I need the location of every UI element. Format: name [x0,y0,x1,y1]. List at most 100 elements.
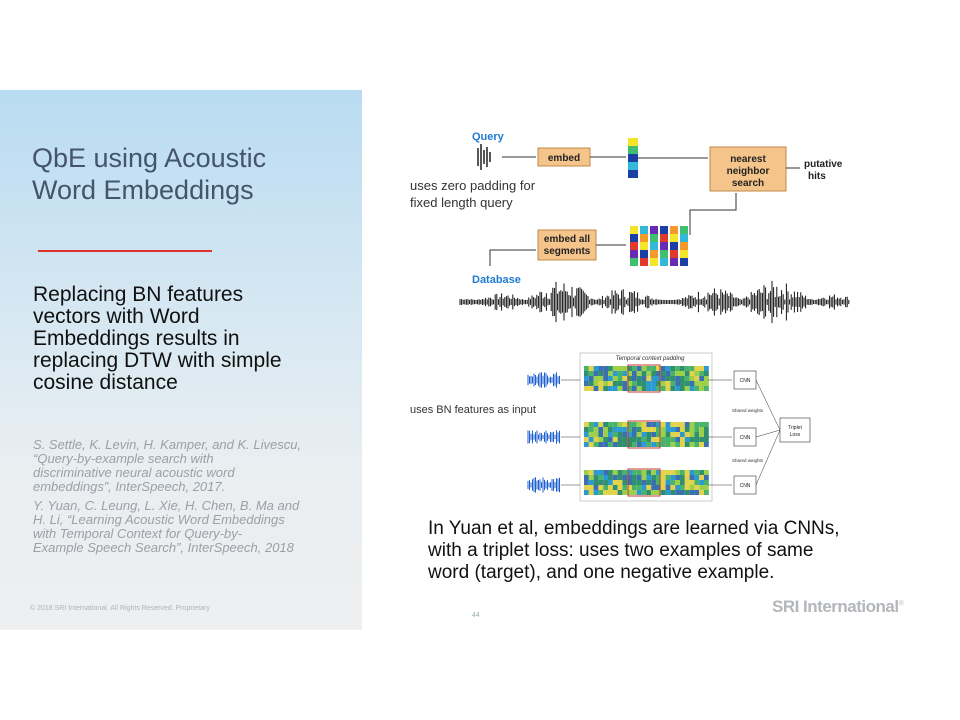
spectrogram-cell [704,371,709,376]
spectrogram-cell [627,470,632,475]
database-waveform [459,280,850,324]
spectrogram-cell [675,381,680,386]
spectrogram-cell [632,371,637,376]
spectrogram-cell [617,470,623,475]
spectrogram-cell [656,480,661,485]
spectrogram-cell [660,485,666,490]
spectrogram-cell [680,480,685,485]
spectrogram-cell [584,371,589,376]
spectrogram-cell [684,437,690,442]
spectrogram-cell [699,437,704,442]
spectrogram-cell [622,475,628,480]
spectrogram-cell [689,381,695,386]
spectrogram-cell [617,437,623,442]
spectrogram-cell [689,470,695,475]
vector-cell [680,250,688,258]
cnn-figure-title: Temporal context padding [616,356,685,362]
spectrogram-cell [588,422,594,427]
spectrogram-cell [584,376,589,381]
spectrogram-cell [641,490,647,495]
spectrogram-cell [593,427,599,432]
spectrogram-cell [656,371,661,376]
spectrogram-cell [603,386,608,391]
spectrogram-cell [660,480,666,485]
spectrogram-cell [699,371,704,376]
spectrogram-cell [684,485,690,490]
claim-line: vectors with Word [33,305,200,328]
spectrogram-cell [627,376,632,381]
spectrogram-cell [603,381,608,386]
left-panel: QbE using Acoustic Word Embeddings Repla… [0,90,362,630]
vector-cell [630,226,638,234]
spectrogram-cell [608,480,613,485]
triplet-loss-label: Triplet [788,425,802,431]
spectrogram-cell [675,437,680,442]
spectrogram-cell [646,376,652,381]
spectrogram-cell [646,437,652,442]
spectrogram-cell [670,432,676,437]
spectrogram-cell [584,422,589,427]
spectrogram-cell [584,480,589,485]
spectrogram-cell [684,432,690,437]
spectrogram-cell [636,432,642,437]
spectrogram-cell [612,437,618,442]
spectrogram-cell [636,376,642,381]
spectrogram-cell [680,386,685,391]
spectrogram-cell [665,371,671,376]
spectrogram-cell [641,366,647,371]
spectrogram-cell [632,366,637,371]
reference-line: Y. Yuan, C. Leung, L. Xie, H. Chen, B. M… [33,498,300,513]
spectrogram-cell [632,442,637,447]
spectrogram-cell [646,442,652,447]
spectrogram-cell [588,386,594,391]
spectrogram-cell [689,371,695,376]
spectrogram-cell [593,490,599,495]
spectrogram-cell [675,386,680,391]
query-embedding-vector [628,138,638,178]
spectrogram-cell [689,422,695,427]
arrow [689,193,737,235]
spectrogram-cell [603,475,608,480]
spectrogram-cell [584,366,589,371]
spectrogram-cell [598,371,604,376]
spectrogram-cell [632,475,637,480]
spectrogram-cell [665,422,671,427]
vector-cell [650,250,658,258]
spectrogram-cell [665,376,671,381]
spectrogram-cell [627,386,632,391]
spectrogram-cell [680,366,685,371]
vector-cell [630,250,638,258]
spectrogram-cell [680,381,685,386]
spectrogram-cell [588,381,594,386]
spectrogram-cell [622,432,628,437]
embed-label: embed [548,153,580,164]
spectrogram-cell [612,427,618,432]
spectrogram-cell [694,427,700,432]
spectrogram-cell [598,490,604,495]
vector-cell [680,226,688,234]
spectrogram-cell [704,432,709,437]
spectrogram-cell [627,366,632,371]
spectrogram-cell [680,475,685,480]
spectrogram-cell [675,475,680,480]
spectrogram-cell [646,475,652,480]
spectrogram-cell [603,437,608,442]
spectrogram-cell [665,366,671,371]
claim-line: cosine distance [33,371,178,394]
spectrogram-cell [680,442,685,447]
spectrogram-cell [684,376,690,381]
spectrogram-cell [608,366,613,371]
arrow [755,429,781,486]
spectrogram-cell [598,432,604,437]
spectrogram-cell [704,480,709,485]
spectrogram-cell [608,470,613,475]
spectrogram-cell [694,442,700,447]
spectrogram-cell [593,470,599,475]
spectrogram-cell [689,480,695,485]
spectrogram-cell [593,386,599,391]
spectrogram-cell [588,475,594,480]
spectrogram-cell [588,490,594,495]
spectrogram-cell [636,490,642,495]
spectrogram-cell [612,442,618,447]
spectrogram-cell [651,470,656,475]
